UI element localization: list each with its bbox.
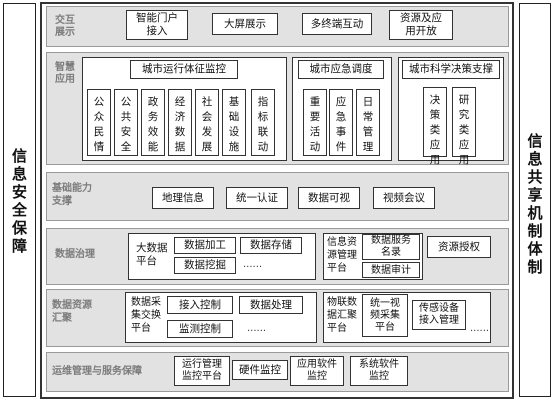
layer-smart-app-label: 智慧 应用 xyxy=(55,62,75,85)
left-pillar-information-security: 信息安全保障 xyxy=(3,3,36,397)
city-monitor-column-1: 公 众 民 情 xyxy=(87,89,111,156)
monitor-control-label: 监测控制 xyxy=(179,322,221,335)
data-storage-label: 数据存储 xyxy=(250,239,292,251)
decision-column-label: 研 究 类 应 用 xyxy=(458,94,470,166)
layer-ops xyxy=(46,352,509,392)
city-monitor-column-label: 公 众 民 情 xyxy=(93,96,105,153)
resource-mgmt-label: 信息资 源管理 平台 xyxy=(327,237,357,274)
data-mining-box: 数据挖掘 xyxy=(174,257,236,274)
layer-collection-label: 数据资源 汇聚 xyxy=(52,300,92,324)
big-screen-box: 大屏展示 xyxy=(212,13,278,35)
emergency-title: 城市应急调度 xyxy=(309,63,373,75)
app-software-monitor-box: 应用软件 监控 xyxy=(290,356,344,386)
right-pillar-label: 信息共享机制体制 xyxy=(527,132,543,276)
smart-portal-box: 智能门户 接入 xyxy=(126,10,188,40)
emergency-column-label: 应 急 事 件 xyxy=(335,96,347,153)
data-service-catalog-box: 数据服务 名录 xyxy=(362,234,420,260)
left-pillar-label: 信息安全保障 xyxy=(11,147,27,255)
emergency-column-label: 日 常 管 理 xyxy=(362,96,374,153)
resource-authorization-box: 资源授权 xyxy=(427,236,491,258)
layer-capability-label: 基础能力 支撑 xyxy=(52,183,92,207)
access-control-label: 接入控制 xyxy=(179,298,221,311)
emergency-column-3: 日 常 管 理 xyxy=(356,89,380,156)
layer-ops-label: 运维管理与服务保障 xyxy=(52,366,142,377)
video-collection-label: 统一视 频采集 平台 xyxy=(370,297,400,333)
unified-auth-label: 统一认证 xyxy=(236,191,278,204)
city-monitor-title-box: 城市运行体征监控 xyxy=(130,60,238,79)
video-conf-box: 视频会议 xyxy=(373,187,435,209)
city-monitor-column-label: 经 济 数 据 xyxy=(174,96,186,153)
city-monitor-column-label: 指 标 联 动 xyxy=(257,96,269,153)
city-monitor-column-6: 基 础 设 施 xyxy=(222,89,246,156)
decision-title: 城市科学决策支撑 xyxy=(409,63,493,75)
city-monitor-column-label: 公 共 安 全 xyxy=(120,96,132,153)
exchange-platform-label: 数据采 集交换 平台 xyxy=(131,297,161,334)
city-monitor-column-3: 政 务 效 能 xyxy=(141,89,165,156)
city-monitor-column-5: 社 会 发 展 xyxy=(195,89,219,156)
data-processing-label: 数据加工 xyxy=(184,239,226,251)
data-visual-box: 数据可视 xyxy=(298,187,360,209)
data-audit-label: 数据审计 xyxy=(371,264,411,276)
right-pillar-info-sharing: 信息共享机制体制 xyxy=(519,3,551,397)
city-monitor-column-4: 经 济 数 据 xyxy=(168,89,192,156)
layer-interaction-label: 交互 展示 xyxy=(55,15,75,38)
city-monitor-column-7: 指 标 联 动 xyxy=(251,89,275,156)
emergency-column-label: 重 要 活 动 xyxy=(309,96,321,153)
multi-terminal-box: 多终端互动 xyxy=(302,13,372,35)
city-monitor-column-label: 社 会 发 展 xyxy=(201,96,213,153)
exchange-more: ...... xyxy=(247,323,267,334)
gis-box: 地理信息 xyxy=(152,187,214,209)
app-software-monitor-label: 应用软件 监控 xyxy=(297,359,337,382)
city-monitor-title: 城市运行体征监控 xyxy=(142,63,226,75)
ops-monitor-platform-label: 运行管理 监控平台 xyxy=(182,359,222,382)
city-monitor-column-2: 公 共 安 全 xyxy=(114,89,138,156)
emergency-column-2: 应 急 事 件 xyxy=(329,89,353,156)
hardware-monitor-label: 硬件监控 xyxy=(239,363,281,376)
data-mining-label: 数据挖掘 xyxy=(184,259,226,271)
sensor-access-box: 传感设备 接入管理 xyxy=(412,300,466,330)
decision-title-box: 城市科学决策支撑 xyxy=(402,60,500,79)
gis-label: 地理信息 xyxy=(162,191,204,204)
big-screen-label: 大屏展示 xyxy=(224,17,266,30)
data-audit-box: 数据审计 xyxy=(362,262,420,278)
video-collection-box: 统一视 频采集 平台 xyxy=(362,294,408,337)
smart-portal-label: 智能门户 接入 xyxy=(136,12,178,37)
access-control-box: 接入控制 xyxy=(167,296,233,314)
resource-open-label: 资源及应 用开放 xyxy=(400,12,442,37)
unified-auth-box: 统一认证 xyxy=(226,187,288,209)
resource-authorization-label: 资源授权 xyxy=(438,240,480,253)
layer-governance-label: 数据治理 xyxy=(55,249,95,260)
multi-terminal-label: 多终端互动 xyxy=(310,17,364,30)
video-conf-label: 视频会议 xyxy=(383,191,425,204)
decision-column-2: 研 究 类 应 用 xyxy=(452,87,476,166)
data-storage-box: 数据存储 xyxy=(240,237,302,254)
monitor-control-box: 监测控制 xyxy=(167,320,233,338)
hardware-monitor-box: 硬件监控 xyxy=(232,360,288,380)
resource-open-box: 资源及应 用开放 xyxy=(389,10,453,40)
data-handling-label: 数据处理 xyxy=(250,298,292,311)
sensor-access-label: 传感设备 接入管理 xyxy=(419,303,459,326)
ops-monitor-platform-box: 运行管理 监控平台 xyxy=(174,356,230,386)
data-processing-box: 数据加工 xyxy=(174,237,236,254)
data-handling-box: 数据处理 xyxy=(239,296,303,314)
bigdata-more: ...... xyxy=(243,259,263,270)
decision-column-label: 决 策 类 应 用 xyxy=(429,94,441,166)
city-monitor-column-label: 基 础 设 施 xyxy=(228,96,240,153)
data-service-catalog-label: 数据服务 名录 xyxy=(371,235,411,258)
emergency-title-box: 城市应急调度 xyxy=(298,60,384,79)
city-monitor-column-label: 政 务 效 能 xyxy=(147,96,159,153)
sys-software-monitor-label: 系统软件 监控 xyxy=(359,359,399,382)
iot-more: ...... xyxy=(470,323,490,334)
sys-software-monitor-box: 系统软件 监控 xyxy=(350,356,408,386)
data-visual-label: 数据可视 xyxy=(308,191,350,204)
emergency-column-1: 重 要 活 动 xyxy=(303,89,327,156)
iot-platform-label: 物联数 据汇聚 平台 xyxy=(327,297,357,334)
bigdata-platform-label: 大数据 平台 xyxy=(136,242,168,267)
decision-column-1: 决 策 类 应 用 xyxy=(423,87,447,166)
